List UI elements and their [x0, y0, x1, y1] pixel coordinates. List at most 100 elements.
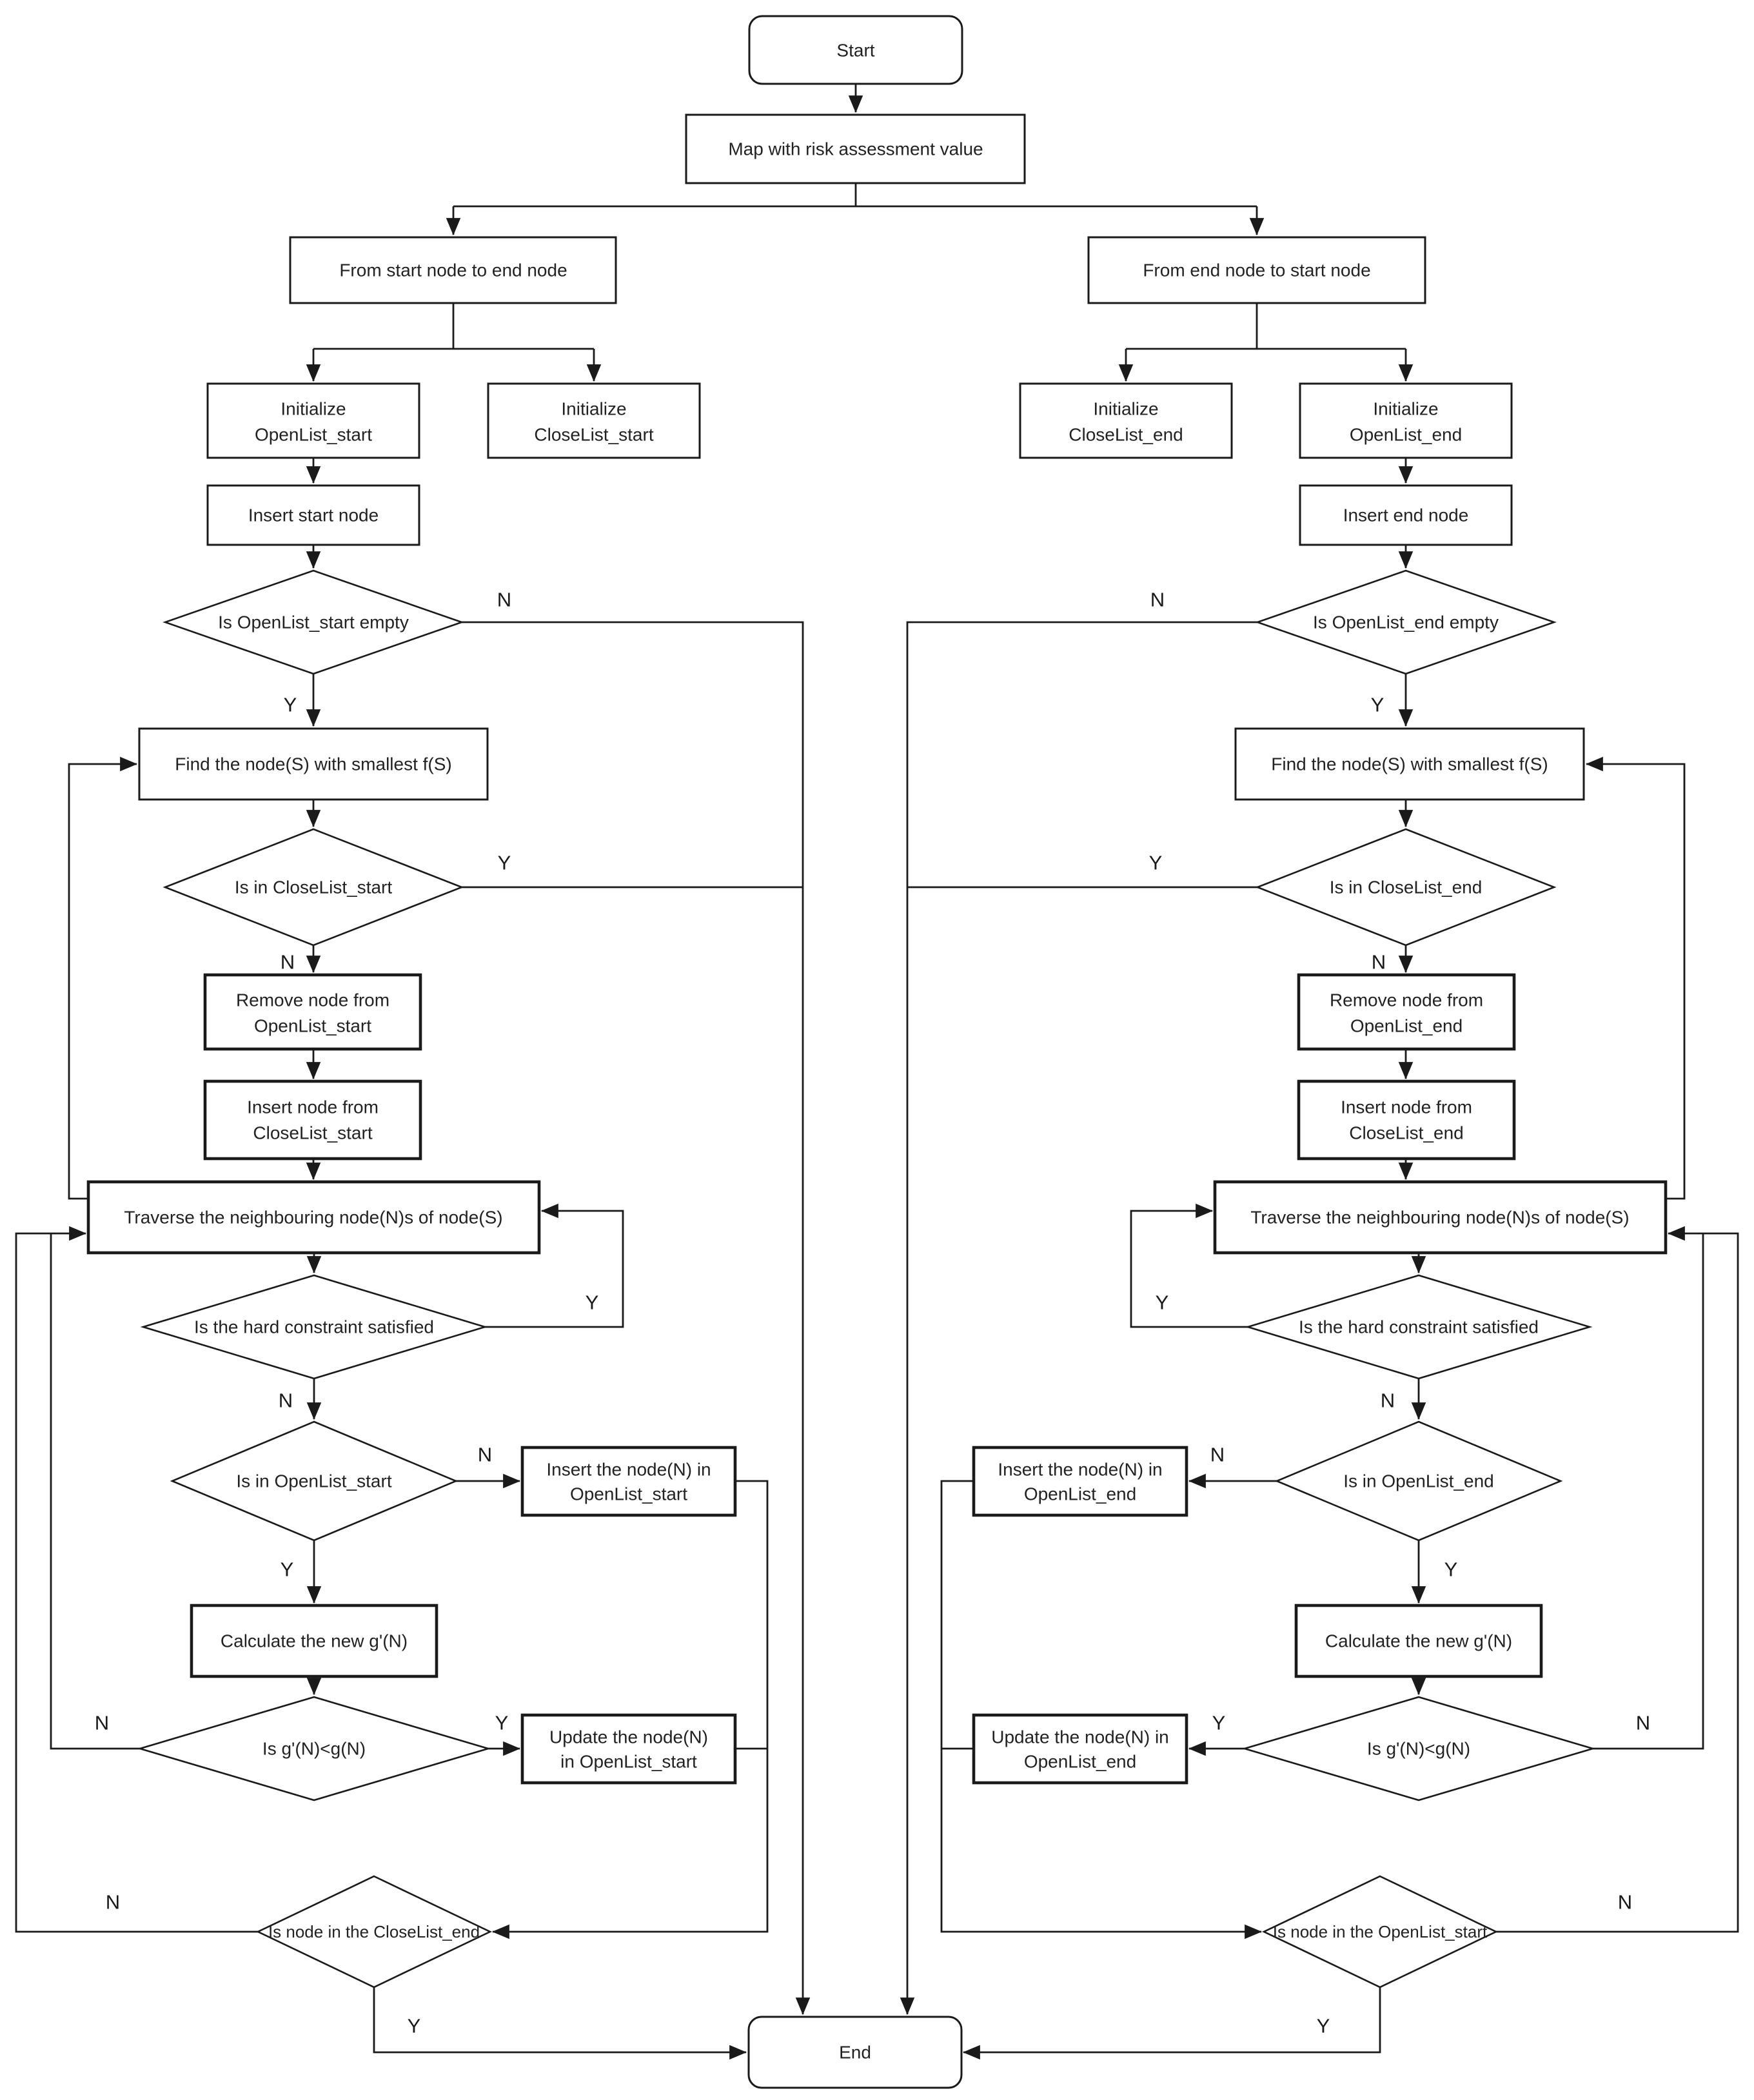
node-left-insert-start-label: Insert start node	[248, 505, 379, 525]
edge-left-check-yes-to-end	[373, 1987, 747, 2060]
decision-left-hard-constraint	[140, 1274, 488, 1380]
node-right-insert-node-line2: OpenList_end	[1024, 1484, 1136, 1504]
node-left-insert-node	[520, 1446, 737, 1517]
decision-right-in-openlist	[1274, 1420, 1563, 1542]
node-left-insertfrom	[203, 1079, 422, 1161]
node-right-branch-label: From end node to start node	[1143, 260, 1370, 280]
node-left-insert-node-line2: OpenList_start	[570, 1484, 687, 1504]
label-left-inclose-no: N	[281, 951, 295, 974]
node-left-calc	[190, 1604, 438, 1678]
label-left-empty-yes: Y	[284, 694, 297, 716]
label-right-inclose-yes: Y	[1149, 852, 1163, 874]
node-left-insertfrom-line2: CloseList_start	[253, 1123, 372, 1143]
label-right-inopen-yes: Y	[1444, 1558, 1458, 1581]
decision-right-in-closelist	[1255, 828, 1557, 947]
label-left-inopen-no: N	[478, 1444, 492, 1466]
edge-left-gcmp-no-rail	[50, 1233, 140, 1750]
node-right-insert-end-label: Insert end node	[1343, 505, 1469, 525]
label-left-check-no: N	[106, 1891, 120, 1914]
decision-left-check-other-list	[255, 1875, 493, 1988]
decision-right-hard-constraint	[1245, 1274, 1593, 1380]
node-right-traverse-label: Traverse the neighbouring node(N)s of no…	[1250, 1208, 1629, 1228]
node-right-insertfrom-line2: CloseList_end	[1349, 1123, 1463, 1143]
branch-labels: N Y Y N Y N N Y Y N N Y N Y Y N Y N N Y …	[95, 589, 1650, 2037]
node-left-init-open-line2: OpenList_start	[255, 425, 372, 445]
node-left-insert-node-line1: Insert the node(N) in	[546, 1460, 711, 1480]
node-right-init-open-line1: Initialize	[1373, 399, 1438, 419]
node-left-init-close	[487, 382, 701, 459]
node-right-remove-line2: OpenList_end	[1350, 1016, 1463, 1036]
decision-right-openlist-empty-label: Is OpenList_end empty	[1313, 613, 1499, 633]
node-left-traverse-label: Traverse the neighbouring node(N)s of no…	[124, 1208, 502, 1228]
decision-right-g-compare-label: Is g'(N)<g(N)	[1367, 1739, 1470, 1759]
decision-left-check-other-list-label: Is node in the CloseList_end	[268, 1922, 480, 1941]
node-right-update-line2: OpenList_end	[1024, 1752, 1136, 1772]
label-right-inclose-no: N	[1372, 951, 1386, 974]
label-right-hard-yes: Y	[1156, 1291, 1169, 1314]
label-right-gcmp-no: N	[1636, 1712, 1650, 1734]
node-right-init-open-line2: OpenList_end	[1350, 425, 1462, 445]
node-right-init-close-line1: Initialize	[1093, 399, 1158, 419]
node-left-find	[138, 727, 489, 801]
decision-left-hard-constraint-label: Is the hard constraint satisfied	[194, 1317, 434, 1337]
label-right-check-yes: Y	[1317, 2015, 1330, 2037]
node-right-insertfrom	[1297, 1079, 1516, 1161]
node-right-insert-end	[1299, 484, 1513, 546]
node-left-init-open	[206, 382, 420, 459]
label-left-inclose-yes: Y	[498, 852, 511, 874]
node-left-update-line2: in OpenList_start	[560, 1752, 697, 1772]
node-right-branch	[1087, 236, 1426, 304]
label-left-gcmp-no: N	[95, 1712, 109, 1734]
decision-right-g-compare	[1241, 1696, 1596, 1801]
decision-left-openlist-empty-label: Is OpenList_start empty	[218, 613, 409, 633]
label-right-hard-no: N	[1381, 1389, 1395, 1412]
nodes: Start Map with risk assessment value Fro…	[86, 15, 1668, 2089]
node-left-insert-start	[206, 484, 420, 546]
decision-right-hard-constraint-label: Is the hard constraint satisfied	[1299, 1317, 1539, 1337]
decision-right-in-closelist-label: Is in CloseList_end	[1330, 878, 1483, 898]
edge-left-empty-no-to-end	[462, 621, 811, 2016]
node-right-remove	[1297, 973, 1516, 1051]
decision-right-check-other-list-label: Is node in the OpenList_start	[1273, 1922, 1488, 1941]
label-right-inopen-no: N	[1210, 1444, 1225, 1466]
edge-right-hard-yes-loop	[1130, 1203, 1248, 1328]
label-left-hard-no: N	[279, 1389, 293, 1412]
node-start-label: Start	[836, 41, 874, 61]
node-right-find-label: Find the node(S) with smallest f(S)	[1271, 754, 1548, 774]
node-left-branch	[289, 236, 617, 304]
decision-left-in-closelist	[163, 828, 464, 947]
node-left-traverse	[86, 1180, 541, 1255]
node-left-find-label: Find the node(S) with smallest f(S)	[175, 754, 452, 774]
node-left-init-close-line2: CloseList_start	[534, 425, 653, 445]
node-right-find	[1234, 727, 1585, 801]
node-left-update	[520, 1713, 737, 1785]
decision-right-check-other-list	[1261, 1875, 1499, 1988]
node-left-remove-line2: OpenList_start	[254, 1016, 371, 1036]
node-right-init-close	[1019, 382, 1233, 459]
decision-left-in-openlist-label: Is in OpenList_start	[236, 1471, 391, 1491]
node-start	[748, 15, 963, 85]
node-right-insertfrom-line1: Insert node from	[1341, 1097, 1472, 1117]
label-left-empty-no: N	[497, 589, 511, 611]
label-right-gcmp-yes: Y	[1212, 1712, 1226, 1734]
label-right-empty-no: N	[1150, 589, 1165, 611]
decision-left-openlist-empty	[163, 569, 464, 675]
label-left-hard-yes: Y	[586, 1291, 599, 1314]
node-left-remove-line1: Remove node from	[236, 990, 389, 1010]
node-right-update-line1: Update the node(N) in	[991, 1727, 1169, 1747]
node-right-insert-node-line1: Insert the node(N) in	[998, 1460, 1162, 1480]
edge-right-check-yes-to-end	[962, 1987, 1381, 2060]
label-right-empty-yes: Y	[1371, 694, 1384, 716]
node-right-calc-label: Calculate the new g'(N)	[1325, 1631, 1512, 1651]
node-left-insertfrom-line1: Insert node from	[247, 1097, 379, 1117]
edge-right-gcmp-no-rail	[1593, 1233, 1704, 1750]
decision-right-in-openlist-label: Is in OpenList_end	[1343, 1471, 1494, 1491]
edges	[15, 84, 1739, 2060]
node-map-label: Map with risk assessment value	[728, 139, 983, 159]
decision-left-in-closelist-label: Is in CloseList_start	[235, 878, 393, 898]
decision-left-in-openlist	[170, 1420, 458, 1542]
node-right-insert-node	[972, 1446, 1188, 1517]
node-right-init-open	[1299, 382, 1513, 459]
edge-right-traverse-loop-to-find	[1585, 756, 1686, 1200]
